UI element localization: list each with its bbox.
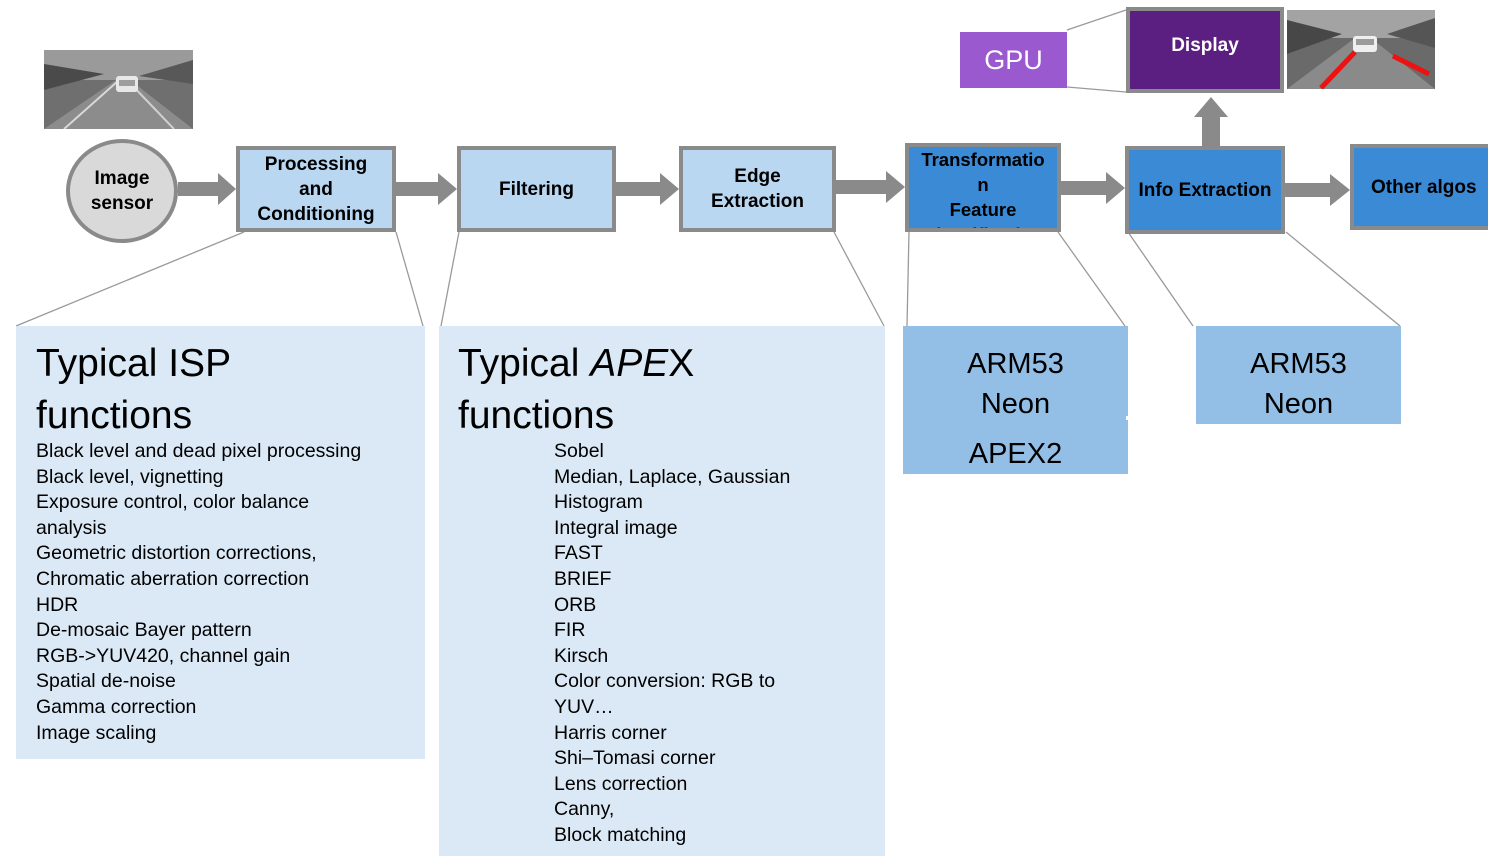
flow-arrow <box>1061 172 1125 204</box>
camera-image <box>44 50 193 129</box>
processor-label: ARM53 <box>967 348 1064 380</box>
processing-stage: Processing and Conditioning <box>236 146 396 232</box>
list-item: ORB <box>554 593 597 616</box>
flow-arrow <box>396 173 457 205</box>
processor-label: APEX2 <box>968 438 1063 470</box>
list-item: Shi–Tomasi corner <box>554 747 716 770</box>
apex-title-line: functions <box>458 394 615 437</box>
apex-function-list: Sobel Median, Laplace, Gaussian Histogra… <box>554 439 874 849</box>
list-item: BRIEF <box>554 567 612 590</box>
list-item: RGB->YUV420, channel gain <box>36 644 291 667</box>
image-sensor-node: Image sensor <box>66 139 178 243</box>
flow-arrow <box>178 173 236 205</box>
list-item: Geometric distortion corrections, <box>36 542 317 565</box>
filtering-stage: Filtering <box>457 146 616 232</box>
list-item: Kirsch <box>554 644 609 667</box>
callout-line <box>1057 231 1126 327</box>
up-arrow <box>1194 97 1228 147</box>
list-item: analysis <box>36 516 107 539</box>
list-item: Sobel <box>554 440 604 462</box>
list-item: FIR <box>554 619 586 642</box>
isp-functions-panel: Typical ISP functions Black level and de… <box>16 326 425 759</box>
list-item: De-mosaic Bayer pattern <box>36 619 252 642</box>
callout-line <box>906 231 910 327</box>
list-item: HDR <box>36 593 79 616</box>
isp-function-list: Black level and dead pixel processing Bl… <box>36 439 421 746</box>
callout-line <box>440 231 460 327</box>
processor-label: Neon <box>1263 388 1334 420</box>
list-item: Color conversion: RGB to <box>554 670 776 693</box>
transformation-processor-box: ARM53 Neon APEX2 <box>903 326 1128 474</box>
list-item: Canny, <box>554 798 615 821</box>
isp-title-line: Typical ISP <box>36 342 232 385</box>
list-item: Histogram <box>554 491 643 514</box>
apex-functions-panel: Typical APEX functions Sobel Median, Lap… <box>439 326 885 856</box>
apex-title-suffix: X <box>668 342 695 385</box>
callout-line <box>1066 9 1127 31</box>
list-item: Exposure control, color balance <box>36 491 310 514</box>
list-item: YUV… <box>554 695 614 718</box>
apex-title-prefix: Typical <box>458 342 591 385</box>
list-item: Spatial de-noise <box>36 670 176 693</box>
apex-title-italic: APE <box>590 342 669 385</box>
list-item: Block matching <box>554 823 687 846</box>
list-item: Harris corner <box>554 721 667 744</box>
callout-line <box>15 231 245 327</box>
flow-arrow <box>616 173 679 205</box>
callout-line <box>1285 231 1401 327</box>
list-item: Black level and dead pixel processing <box>36 440 362 462</box>
lane-detection-image <box>1287 10 1435 89</box>
list-item: Black level, vignetting <box>36 465 224 488</box>
flow-arrow <box>836 171 905 203</box>
apex-title-line: Typical APEX <box>458 338 694 390</box>
info-extraction-stage: Info Extraction <box>1125 146 1285 234</box>
gpu-box: GPU <box>960 32 1067 88</box>
processor-label: ARM53 <box>1250 348 1347 380</box>
callout-line <box>833 231 885 327</box>
apex-panel-title: Typical APEX functions <box>458 338 694 442</box>
processor-label: Neon <box>980 388 1051 420</box>
list-item: Median, Laplace, Gaussian <box>554 465 791 488</box>
callout-line <box>1066 86 1127 93</box>
info-processor-box: ARM53 Neon <box>1196 326 1401 424</box>
list-item: Chromatic aberration correction <box>36 567 310 590</box>
list-item: Gamma correction <box>36 695 197 718</box>
display-box: Display <box>1126 7 1284 93</box>
callout-line <box>395 231 424 327</box>
other-algos-stage: Other algos <box>1350 144 1488 230</box>
box-divider <box>1126 416 1128 420</box>
callout-line <box>1127 231 1194 327</box>
list-item: Lens correction <box>554 772 688 795</box>
isp-panel-title: Typical ISP functions <box>36 338 231 442</box>
transformation-stage: Transformatio n Feature Classification <box>905 143 1061 232</box>
edge-extraction-stage: Edge Extraction <box>679 146 836 232</box>
list-item: Image scaling <box>36 721 157 744</box>
list-item: Integral image <box>554 516 678 539</box>
flow-arrow <box>1285 174 1350 206</box>
isp-title-line: functions <box>36 394 193 437</box>
list-item: FAST <box>554 542 603 565</box>
